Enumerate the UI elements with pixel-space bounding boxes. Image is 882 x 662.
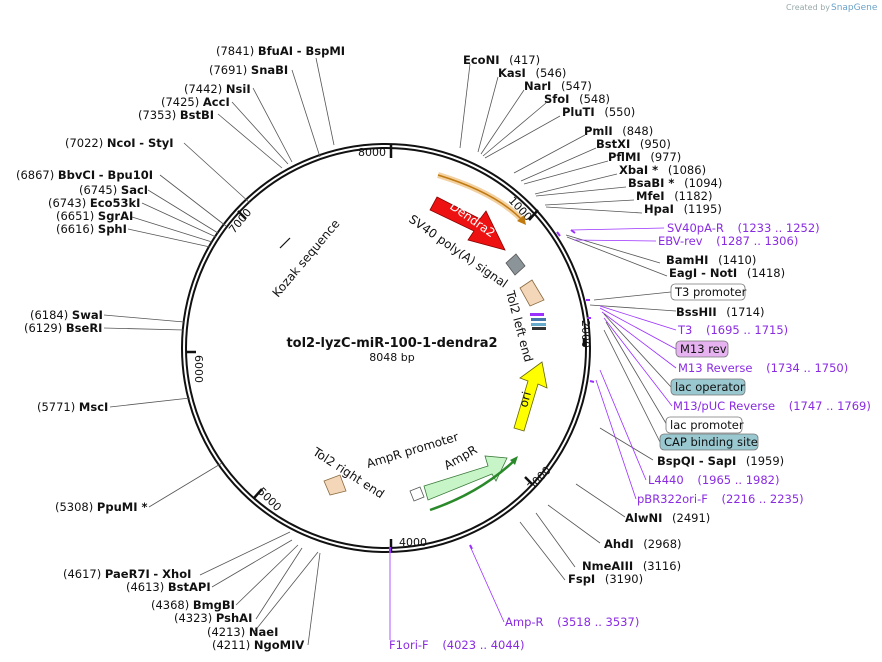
svg-text:8000: 8000 bbox=[358, 146, 386, 159]
svg-text:lac operator: lac operator bbox=[675, 380, 745, 394]
svg-text:EBV-rev (1287 .. 1306): EBV-rev (1287 .. 1306) bbox=[658, 234, 798, 248]
plasmid-name: tol2-lyzC-miR-100-1-dendra2 bbox=[286, 336, 497, 351]
svg-text:SfoI (548): SfoI (548) bbox=[544, 92, 610, 106]
right-leaders bbox=[459, 63, 677, 581]
backbone-outer bbox=[181, 143, 591, 553]
svg-text:FspI (3190): FspI (3190) bbox=[568, 572, 643, 586]
box-t3-promoter: T3 promoter bbox=[670, 283, 747, 301]
svg-text:(7425) AccI: (7425) AccI bbox=[161, 95, 230, 109]
svg-text:3000: 3000 bbox=[525, 464, 554, 493]
svg-text:(4368) BmgBI: (4368) BmgBI bbox=[151, 598, 235, 612]
kozak-feature bbox=[279, 237, 291, 249]
svg-text:T3 (1695 .. 1715): T3 (1695 .. 1715) bbox=[677, 323, 788, 337]
svg-text:EagI - NotI (1418): EagI - NotI (1418) bbox=[669, 266, 785, 280]
box-m13-rev: M13 rev bbox=[675, 340, 729, 358]
left-leaders bbox=[103, 57, 335, 646]
svg-text:NmeAIII (3116): NmeAIII (3116) bbox=[582, 559, 681, 573]
svg-text:4000: 4000 bbox=[399, 536, 427, 549]
sv40-feature bbox=[505, 253, 526, 276]
svg-text:PluTI (550): PluTI (550) bbox=[562, 105, 635, 119]
svg-text:(4613) BstAPI: (4613) BstAPI bbox=[126, 580, 211, 594]
svg-text:HpaI (1195): HpaI (1195) bbox=[644, 202, 722, 216]
svg-text:(5771) MscI: (5771) MscI bbox=[37, 400, 108, 414]
svg-text:(7353) BstBI: (7353) BstBI bbox=[138, 108, 214, 122]
svg-text:(4211) NgoMIV: (4211) NgoMIV bbox=[212, 638, 304, 652]
svg-text:(6616) SphI: (6616) SphI bbox=[56, 222, 127, 236]
svg-text:2000: 2000 bbox=[579, 320, 592, 348]
box-lac-operator: lac operator bbox=[670, 378, 746, 396]
ampr-primer-arc bbox=[429, 459, 516, 512]
svg-text:F1ori-F (4023 .. 4044): F1ori-F (4023 .. 4044) bbox=[389, 638, 524, 652]
tick-3000: 3000 bbox=[524, 464, 554, 493]
feature-arc-orange bbox=[437, 172, 526, 225]
svg-text:(7691) SnaBI: (7691) SnaBI bbox=[209, 63, 288, 77]
boxed-feature-leaders bbox=[593, 291, 677, 443]
svg-text:KasI (546): KasI (546) bbox=[498, 66, 566, 80]
small-features-cluster bbox=[530, 313, 546, 330]
credit-text: Created by bbox=[786, 3, 830, 12]
plasmid-size: 8048 bp bbox=[369, 351, 414, 364]
svg-text:PflMI (977): PflMI (977) bbox=[608, 150, 681, 164]
svg-text:BspQI - SapI (1959): BspQI - SapI (1959) bbox=[657, 454, 784, 468]
svg-text:BstXI (950): BstXI (950) bbox=[596, 137, 671, 151]
svg-text:M13 rev: M13 rev bbox=[680, 342, 727, 356]
box-cap-binding-site: CAP binding site bbox=[659, 433, 759, 451]
svg-text:(6743) Eco53kI: (6743) Eco53kI bbox=[48, 196, 140, 210]
svg-text:(7442) NsiI: (7442) NsiI bbox=[184, 82, 251, 96]
ampr-promoter-feature bbox=[409, 486, 425, 502]
ampr-label: AmpR bbox=[442, 443, 480, 473]
svg-text:AhdI (2968): AhdI (2968) bbox=[604, 537, 682, 551]
svg-text:(4323) PshAI: (4323) PshAI bbox=[174, 611, 252, 625]
svg-text:(6651) SgrAI: (6651) SgrAI bbox=[56, 209, 133, 223]
tol2-right-label: Tol2 right end bbox=[310, 444, 387, 501]
svg-text:BamHI (1410): BamHI (1410) bbox=[666, 253, 756, 267]
svg-text:BsaBI * (1094): BsaBI * (1094) bbox=[628, 176, 722, 190]
svg-text:BssHII (1714): BssHII (1714) bbox=[676, 305, 765, 319]
svg-text:(4617) PaeR7I - XhoI: (4617) PaeR7I - XhoI bbox=[63, 567, 191, 581]
svg-text:T3 promoter: T3 promoter bbox=[674, 285, 747, 299]
svg-text:pBR322ori-F (2216 .. 2235): pBR322ori-F (2216 .. 2235) bbox=[637, 492, 804, 506]
svg-text:Amp-R (3518 .. 3537): Amp-R (3518 .. 3537) bbox=[505, 615, 639, 629]
backbone-inner bbox=[185, 147, 587, 549]
primer-leaders bbox=[389, 227, 677, 640]
tol2-left-feature bbox=[519, 279, 545, 307]
svg-text:(6184) SwaI: (6184) SwaI bbox=[30, 308, 103, 322]
box-lac-promoter: lac promoter bbox=[665, 416, 744, 434]
svg-text:(6867) BbvCI - Bpu10I: (6867) BbvCI - Bpu10I bbox=[16, 168, 153, 182]
ampr-arrow bbox=[423, 455, 508, 501]
svg-text:PmlI (848): PmlI (848) bbox=[584, 124, 653, 138]
tol2-right-feature bbox=[323, 474, 347, 496]
svg-text:6000: 6000 bbox=[192, 355, 205, 383]
tick-6000: 6000 bbox=[186, 350, 205, 383]
svg-text:M13/pUC Reverse (1747 .. 1769): M13/pUC Reverse (1747 .. 1769) bbox=[673, 399, 871, 413]
primer-labels: SV40pA-R (1233 .. 1252) EBV-rev (1287 ..… bbox=[389, 221, 871, 652]
tick-8000: 8000 bbox=[358, 145, 393, 159]
svg-text:CAP binding site: CAP binding site bbox=[664, 435, 758, 449]
primer-marks bbox=[389, 229, 595, 553]
svg-text:lac promoter: lac promoter bbox=[670, 418, 744, 432]
svg-text:NarI (547): NarI (547) bbox=[524, 79, 592, 93]
left-site-labels: (7841) BfuAI - BspMI (7691) SnaBI (7442)… bbox=[16, 44, 345, 652]
svg-text:SV40pA-R (1233 .. 1252): SV40pA-R (1233 .. 1252) bbox=[667, 221, 820, 235]
kozak-label: Kozak sequence bbox=[270, 217, 343, 300]
svg-text:L4440 (1965 .. 1982): L4440 (1965 .. 1982) bbox=[648, 473, 779, 487]
ori-label: ori bbox=[516, 390, 534, 409]
right-site-labels: EcoNI (417) KasI (546) NarI (547) SfoI (… bbox=[463, 53, 785, 586]
svg-text:(6745) SacI: (6745) SacI bbox=[79, 183, 148, 197]
tick-2000: 2000 bbox=[579, 320, 592, 348]
svg-text:XbaI * (1086): XbaI * (1086) bbox=[619, 163, 706, 177]
svg-text:AlwNI (2491): AlwNI (2491) bbox=[625, 511, 710, 525]
svg-text:(5308) PpuMI *: (5308) PpuMI * bbox=[55, 500, 148, 514]
snapgene-brand: SnapGene bbox=[831, 3, 878, 13]
svg-text:M13 Reverse (1734 .. 1750): M13 Reverse (1734 .. 1750) bbox=[678, 361, 848, 375]
svg-text:MfeI (1182): MfeI (1182) bbox=[636, 189, 712, 203]
svg-text:(7841) BfuAI - BspMI: (7841) BfuAI - BspMI bbox=[216, 44, 345, 58]
svg-text:(6129) BseRI: (6129) BseRI bbox=[24, 321, 102, 335]
svg-text:(7022) NcoI - StyI: (7022) NcoI - StyI bbox=[65, 136, 174, 150]
svg-text:EcoNI (417): EcoNI (417) bbox=[463, 53, 540, 67]
svg-text:(4213) NaeI: (4213) NaeI bbox=[207, 625, 278, 639]
ori-arrow: ori bbox=[513, 361, 548, 432]
